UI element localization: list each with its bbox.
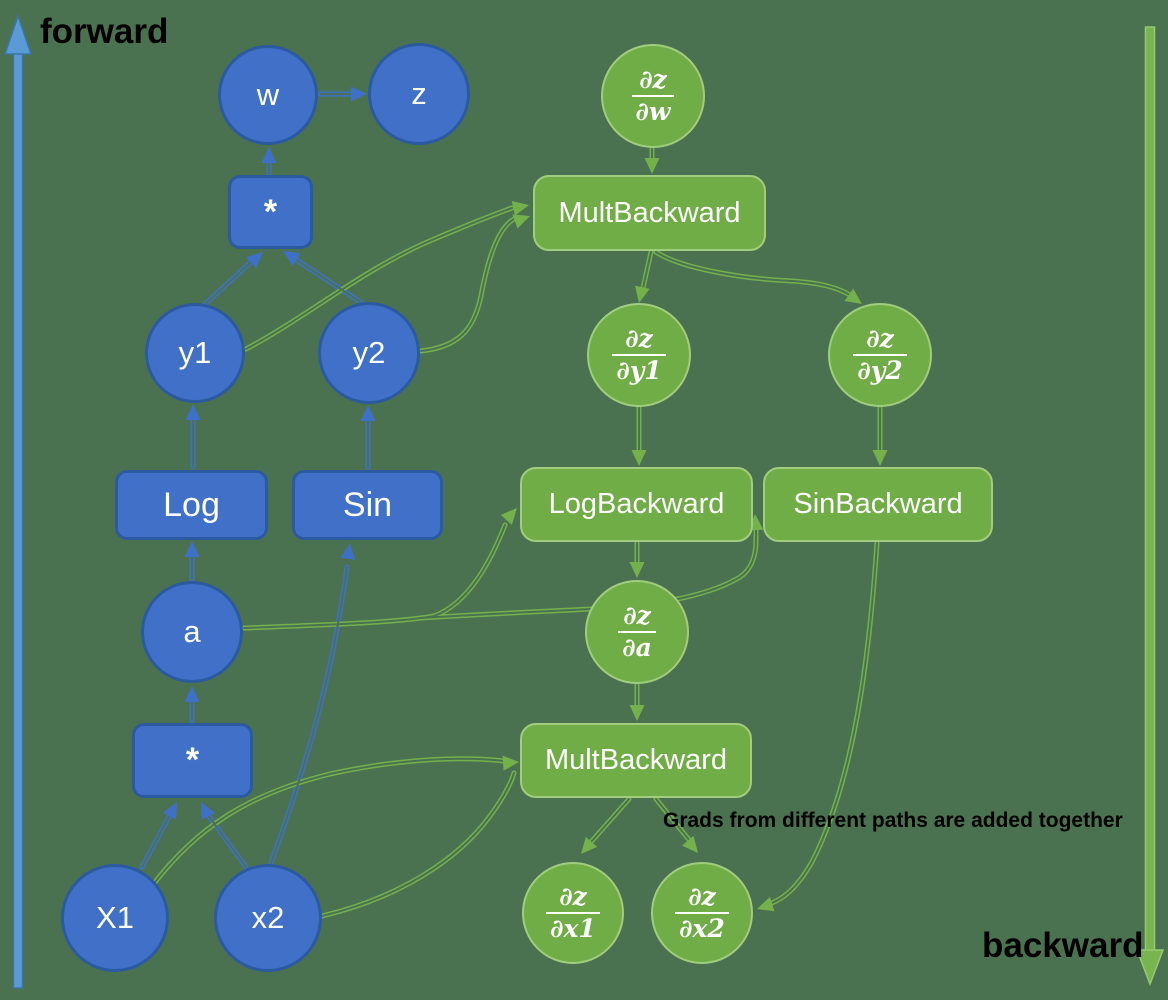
grads-added-annotation: Grads from different paths are added tog… xyxy=(663,809,1123,832)
edge-sin-y2-arrowhead xyxy=(360,405,376,421)
edge-dzda-mb2-arrowhead xyxy=(629,705,645,721)
node-label: * xyxy=(185,741,200,779)
node-label: MultBackward xyxy=(544,744,728,776)
node-label: Log xyxy=(163,485,220,524)
edge-y2-multtop-arrowhead xyxy=(283,251,301,266)
edge-x2-mb2-core xyxy=(321,772,515,917)
node-label: a xyxy=(183,614,201,649)
edge-log-y1-arrowhead xyxy=(185,404,201,420)
node-dzda: ∂z∂a xyxy=(585,580,689,684)
fraction-numerator: ∂z xyxy=(866,324,894,353)
edge-multtop-w-arrowhead xyxy=(261,147,277,163)
fraction-denominator: ∂w xyxy=(631,95,675,126)
node-dzdw: ∂z∂w xyxy=(601,44,705,148)
edge-y1-multtop-core xyxy=(202,261,252,307)
backward-axis-label: backward xyxy=(982,926,1144,965)
edge-y2-mb1-arrowhead xyxy=(512,214,530,229)
edge-mb1-dzdy1-arrowhead xyxy=(634,285,650,303)
edge-x1-multbottom-core xyxy=(141,814,171,868)
node-label: Sin xyxy=(342,485,393,524)
edge-x2-sin-core xyxy=(270,566,348,864)
edge-x2-sin-arrowhead xyxy=(340,543,356,560)
node-label: w xyxy=(256,77,280,112)
node-label: MultBackward xyxy=(558,196,741,229)
node-w: w xyxy=(218,45,318,145)
node-z: z xyxy=(368,43,470,145)
node-label: y1 xyxy=(178,335,212,370)
edge-x1-multbottom-arrowhead xyxy=(162,802,177,820)
backward-axis-arrow-head xyxy=(1135,949,1165,987)
node-label: y2 xyxy=(352,335,386,370)
edge-x2-multbottom-arrowhead xyxy=(201,802,215,820)
fraction-denominator: ∂x1 xyxy=(546,912,600,943)
forward-axis-label: forward xyxy=(40,12,169,51)
node-mb1: MultBackward xyxy=(533,175,766,251)
node-label: LogBackward xyxy=(548,488,725,520)
node-y1: y1 xyxy=(145,303,245,403)
edge-dzdy1-logb-arrowhead xyxy=(631,450,647,466)
node-x2: x2 xyxy=(214,864,322,972)
edge-mb1-dzdy1-core xyxy=(642,251,652,289)
node-y2: y2 xyxy=(318,302,420,404)
edge-y2-mb1-core xyxy=(420,218,515,352)
node-label: z xyxy=(411,76,427,111)
edge-x1-mb2-arrowhead xyxy=(502,755,519,771)
edge-y1-mb1-arrowhead xyxy=(511,200,529,216)
fraction-label: ∂z∂a xyxy=(618,602,656,662)
node-label: SinBackward xyxy=(793,488,963,520)
fraction-label: ∂z∂y2 xyxy=(853,324,907,385)
node-label: x2 xyxy=(251,900,285,935)
fraction-numerator: ∂z xyxy=(688,882,716,911)
fraction-denominator: ∂a xyxy=(618,631,656,662)
edge-mb2-dzdx1-core xyxy=(590,798,630,843)
edge-w-z-arrowhead xyxy=(351,86,367,102)
edge-sinb-dzdx2-arrowhead xyxy=(757,896,775,912)
edge-y2-multtop-core xyxy=(294,258,363,304)
node-dzdy1: ∂z∂y1 xyxy=(587,303,691,407)
fraction-numerator: ∂z xyxy=(623,601,651,630)
edge-mb1-dzdy2-arrowhead xyxy=(844,288,862,304)
fraction-denominator: ∂y1 xyxy=(612,354,666,385)
node-dzdx2: ∂z∂x2 xyxy=(651,862,753,964)
fraction-label: ∂z∂w xyxy=(631,65,675,126)
fraction-numerator: ∂z xyxy=(639,65,667,94)
edge-dzdy2-sinb-arrowhead xyxy=(872,450,888,466)
edge-x1-mb2-core xyxy=(151,757,505,887)
edge-mb1-dzdy2-core xyxy=(655,251,851,296)
edge-logb-dzda-arrowhead xyxy=(629,562,645,578)
fraction-numerator: ∂z xyxy=(625,324,653,353)
node-a: a xyxy=(141,581,243,683)
fraction-label: ∂z∂x2 xyxy=(675,883,729,943)
edge-y1-multtop-arrowhead xyxy=(246,252,263,269)
node-mb2: MultBackward xyxy=(520,723,752,798)
edge-a-logb-arrowhead xyxy=(500,508,517,525)
edge-dzdw-mb1-arrowhead xyxy=(644,158,660,174)
node-log: Log xyxy=(115,470,268,540)
node-sin: Sin xyxy=(292,470,443,540)
edge-multbottom-a-arrowhead xyxy=(184,686,200,702)
node-mult_bottom: * xyxy=(132,723,253,798)
node-sinb: SinBackward xyxy=(763,467,993,542)
node-X1: X1 xyxy=(61,864,169,972)
edge-a-logb-core xyxy=(243,524,506,629)
fraction-label: ∂z∂x1 xyxy=(546,883,600,943)
node-mult_top: * xyxy=(228,175,313,249)
node-dzdx1: ∂z∂x1 xyxy=(522,862,624,964)
edge-mb2-dzdx2-arrowhead xyxy=(681,835,698,853)
edge-a-log-arrowhead xyxy=(184,541,200,557)
node-label: X1 xyxy=(96,900,134,935)
fraction-label: ∂z∂y1 xyxy=(612,324,666,385)
fraction-denominator: ∂x2 xyxy=(675,912,729,943)
edge-mb2-dzdx1-arrowhead xyxy=(581,837,598,854)
fraction-denominator: ∂y2 xyxy=(853,354,907,385)
edge-sinb-dzdx2-core xyxy=(771,542,878,904)
node-dzdy2: ∂z∂y2 xyxy=(828,303,932,407)
node-logb: LogBackward xyxy=(520,467,753,542)
edge-y1-mb1-core xyxy=(245,207,513,350)
fraction-numerator: ∂z xyxy=(559,882,587,911)
forward-axis-arrow-head xyxy=(3,13,33,55)
node-label: * xyxy=(263,192,278,231)
edge-mb2-dzdx2-core xyxy=(655,798,691,842)
